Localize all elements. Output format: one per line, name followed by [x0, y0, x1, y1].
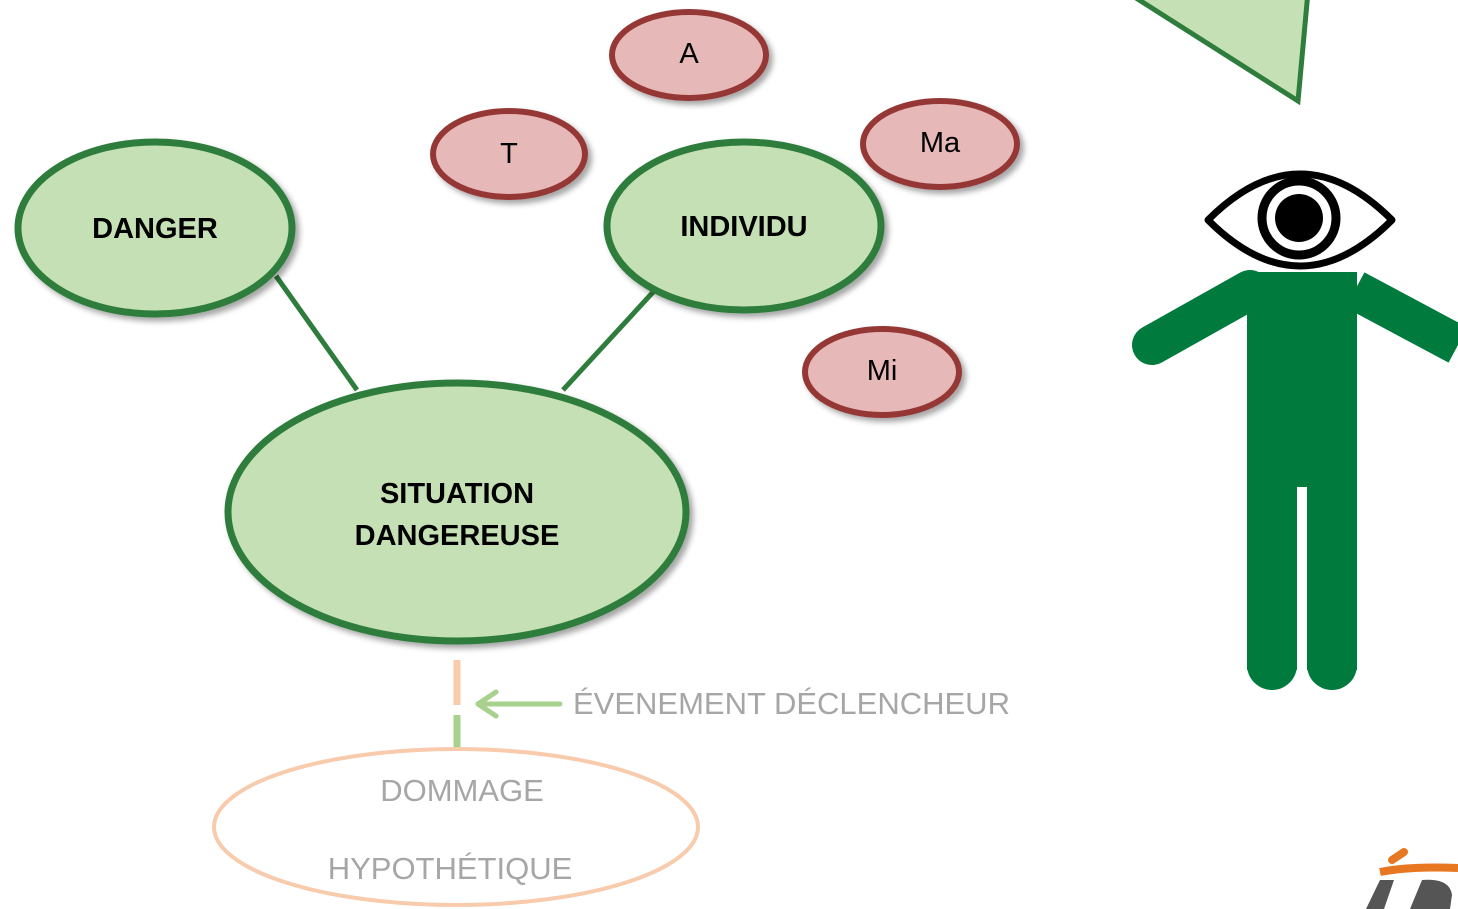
factor-ma-ellipse — [860, 98, 1020, 190]
connector-individu-situation — [561, 288, 657, 392]
factor-a-ellipse — [609, 9, 769, 101]
factor-t-ellipse — [430, 108, 588, 200]
dommage-label-line2: HYPOTHÉTIQUE — [327, 850, 573, 886]
observer-figure — [1132, 170, 1458, 690]
trigger-arrow-icon — [475, 689, 563, 719]
green-triangle-shape — [1134, 0, 1310, 106]
danger-label: DANGER — [92, 213, 218, 246]
factor-t-label: T — [500, 138, 518, 171]
logo-fragment — [1366, 848, 1458, 909]
trigger-event-label: ÉVENEMENT DÉCLENCHEUR — [573, 685, 1010, 721]
dommage-label-line1: DOMMAGE — [380, 772, 544, 808]
person-icon — [1132, 270, 1458, 690]
eye-icon — [1204, 170, 1396, 270]
danger-ellipse — [14, 138, 296, 318]
situation-ellipse — [224, 379, 690, 645]
individu-ellipse — [603, 138, 885, 314]
situation-label: SITUATION DANGEREUSE — [354, 477, 560, 552]
factor-a-label: A — [679, 38, 699, 71]
factor-mi-ellipse — [802, 326, 962, 418]
factor-ma-label: Ma — [919, 127, 961, 160]
connector-danger-situation — [273, 274, 360, 392]
dommage-ellipse — [212, 747, 700, 907]
factor-mi-label: Mi — [866, 355, 898, 388]
individu-label: INDIVIDU — [680, 211, 808, 244]
